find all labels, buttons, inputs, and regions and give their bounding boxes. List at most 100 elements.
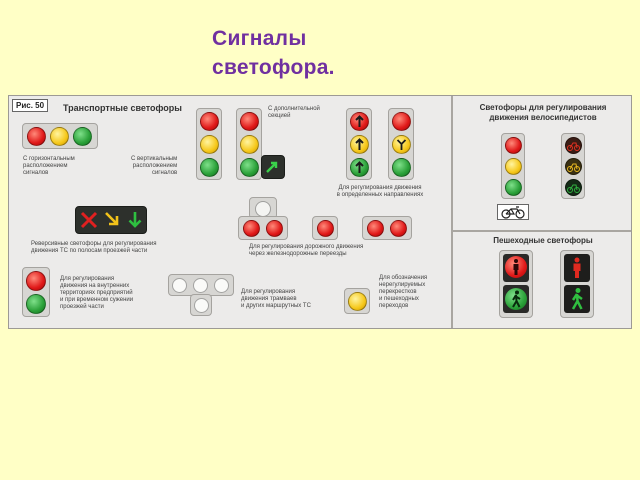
red-signal [367, 220, 384, 237]
white-signal [172, 278, 187, 293]
traffic-light-with-additional-section [236, 108, 262, 180]
red-signal [350, 112, 369, 131]
green-signal [392, 158, 411, 177]
railway-crossing-light-single [312, 216, 338, 240]
caption-trams: Для регулирования движения трамваев и др… [241, 289, 311, 310]
green-signal [73, 127, 92, 146]
caption-line: сигналов [23, 170, 49, 176]
arrow-up-icon [355, 161, 364, 173]
flashing-yellow-light [344, 288, 370, 314]
bicycle-icon [567, 163, 580, 172]
caption-line: Для регулирования [60, 276, 115, 282]
white-signal [255, 201, 271, 217]
yellow-bicycle-signal [565, 158, 582, 175]
bicycle-plate [497, 204, 529, 220]
caption-line: Для регулирования [241, 289, 296, 295]
cross-icon [80, 211, 98, 229]
caption-line: и при временном сужении [60, 297, 134, 303]
green-pedestrian-signal [503, 285, 529, 313]
fork-arrow-icon [396, 139, 407, 150]
caption-directions: Для регулирования движения в определенны… [316, 185, 444, 199]
green-signal [26, 294, 46, 314]
red-pedestrian-signal [503, 254, 529, 282]
white-signal [194, 298, 209, 313]
bicycle-icon [567, 142, 580, 151]
red-signal [390, 220, 407, 237]
caption-line: С вертикальным [131, 156, 178, 162]
red-signal [243, 220, 260, 237]
caption-line: секцией [268, 113, 291, 119]
caption-line: Для регулирования дорожного движения [249, 244, 364, 250]
caption-line: С горизонтальным [23, 156, 75, 162]
caption-line: и пешеходных [379, 296, 419, 302]
slide-title-line-1: Сигналы [212, 27, 307, 50]
yellow-signal [505, 158, 522, 175]
caption-line: С дополнительной [268, 106, 320, 112]
yellow-signal [50, 127, 69, 146]
yellow-signal [200, 135, 219, 154]
vertical-traffic-light [196, 108, 222, 180]
section-divider-vertical [451, 96, 453, 328]
transport-lights-heading: Транспортные светофоры [63, 103, 182, 113]
red-signal [240, 112, 259, 131]
bicycle-icon [567, 184, 580, 193]
caption-unregulated: Для обозначения нерегулируемых перекрест… [379, 275, 427, 310]
caption-line: Реверсивные светофоры для регулирования [31, 241, 157, 247]
caption-vertical: С вертикальным расположением сигналов [131, 156, 177, 177]
caption-line: движения трамваев [241, 296, 297, 302]
caption-horizontal: С горизонтальным расположением сигналов [23, 156, 75, 177]
pedestrian-traffic-light-symbol [560, 250, 594, 318]
reversible-traffic-light [75, 206, 147, 234]
caption-line: через железнодорожные переезды [249, 251, 347, 257]
pedestrian-lights-heading: Пешеходные светофоры [493, 236, 593, 245]
bicycle-symbol-traffic-light [561, 133, 585, 199]
bicycle-lights-heading: Светофоры для регулирования движения вел… [455, 103, 631, 123]
pedestrian-walking-icon [512, 290, 521, 308]
bicycle-heading-line: Светофоры для регулирования [479, 103, 607, 112]
yellow-signal [392, 135, 411, 154]
arrow-down-icon [128, 212, 142, 228]
caption-line: расположением [23, 163, 68, 169]
two-section-traffic-light [22, 267, 50, 317]
red-signal [26, 271, 46, 291]
green-signal [240, 158, 259, 177]
yellow-signal [348, 292, 367, 311]
slide-title-line-2: светофора. [212, 56, 335, 79]
red-pedestrian-signal [564, 254, 590, 282]
green-signal [200, 158, 219, 177]
pedestrian-walking-icon [571, 288, 583, 310]
green-signal [350, 158, 369, 177]
railway-crossing-light-double [362, 216, 412, 240]
caption-railway: Для регулирования дорожного движения чер… [249, 244, 363, 258]
caption-line: перекрестков [379, 289, 417, 295]
railway-crossing-light [238, 216, 288, 240]
caption-line: проезжей части [60, 304, 104, 310]
red-signal [505, 137, 522, 154]
arrow-up-icon [355, 115, 364, 127]
red-signal [27, 127, 46, 146]
tram-traffic-light [168, 274, 234, 296]
caption-line: движения ТС по полосам проезжей части [31, 248, 148, 254]
red-signal [392, 112, 411, 131]
yellow-signal [240, 135, 259, 154]
diagonal-arrow-icon [105, 212, 119, 226]
bicycle-traffic-light [501, 133, 525, 199]
figure-label: Рис. 50 [12, 99, 49, 112]
horizontal-traffic-light [22, 123, 98, 149]
traffic-lights-figure: Рис. 50 Транспортные светофоры Светофоры… [8, 95, 632, 329]
caption-line: в определенных направлениях [336, 192, 424, 198]
yellow-signal [350, 135, 369, 154]
white-signal [214, 278, 229, 293]
caption-reversible: Реверсивные светофоры для регулирования … [31, 241, 156, 255]
red-signal [317, 220, 334, 237]
white-signal [193, 278, 208, 293]
section-divider-horizontal [453, 230, 631, 232]
caption-line: движения на внутренних [60, 283, 130, 289]
arrow-up-icon [355, 138, 364, 150]
green-pedestrian-signal [564, 285, 590, 313]
green-signal [505, 179, 522, 196]
green-bicycle-signal [565, 179, 582, 196]
caption-line: Для обозначения [379, 275, 428, 281]
pedestrian-traffic-light [499, 250, 533, 318]
bicycle-icon [501, 206, 525, 219]
